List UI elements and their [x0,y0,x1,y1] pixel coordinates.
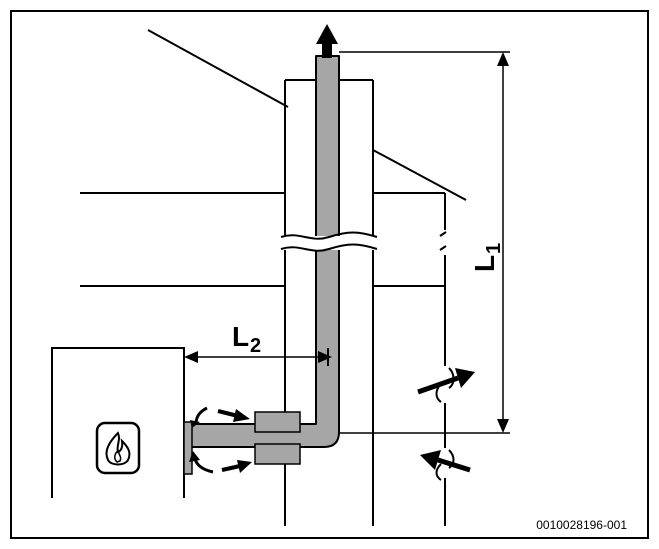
flame-icon [95,421,141,475]
l1-label-sub: 1 [483,243,505,254]
l1-arrow-top-icon [497,52,509,66]
boiler-flue-outlet [183,421,193,475]
break-line-bottom [280,243,378,252]
roof-line-right [372,149,467,201]
vent-airflow-arrow-lower-icon [420,450,471,473]
roof-line-left [147,29,289,108]
vent-airflow-arrow-upper-icon [417,368,475,395]
wall-sleeve-lower [254,443,301,465]
l2-arrow-left-icon [184,351,198,363]
l1-label: L 1 [469,243,505,272]
l1-arrow-bottom-icon [497,419,509,433]
l1-label-main: L [469,255,500,272]
vent-break-mark-lower [435,449,455,481]
diagram-border [10,10,649,539]
l2-label-sub: 2 [250,335,261,357]
air-straight-arrow-upper-icon [217,409,250,422]
air-straight-arrow-lower-icon [221,460,252,473]
air-intake-curved-arrow-upper-icon [190,406,208,428]
vent-break-mark-upper [439,231,447,251]
wall-sleeve-upper [254,411,301,433]
break-gap [281,236,377,250]
figure-code: 0010028196-001 [536,518,627,532]
l2-label-main: L [232,321,249,352]
l2-arrow-right-icon [318,351,332,363]
break-line-top [280,231,378,240]
air-intake-curved-arrow-lower-icon [189,451,214,474]
exhaust-up-arrow-icon [316,24,338,58]
